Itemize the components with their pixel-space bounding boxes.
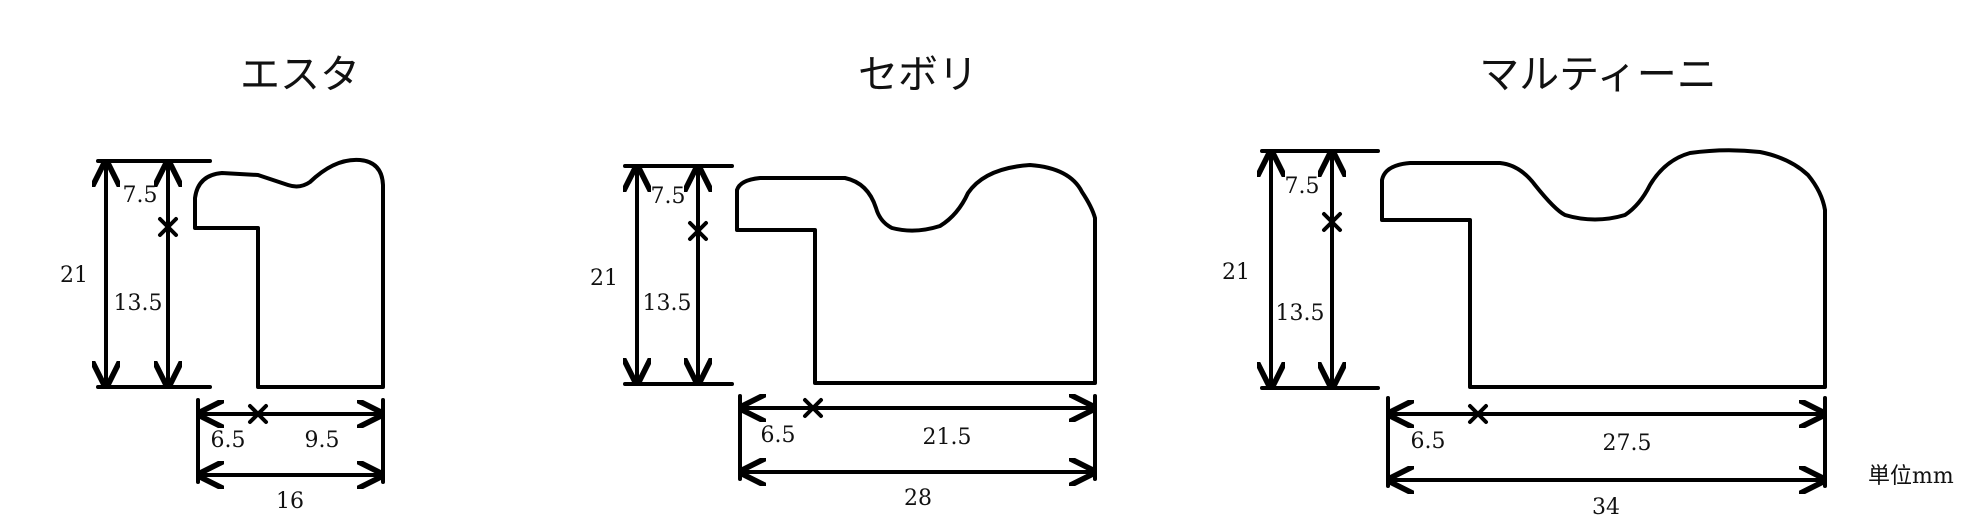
label-width-right: 27.5: [1603, 431, 1652, 456]
label-height-top: 7.5: [123, 183, 158, 208]
label-width-total: 34: [1592, 495, 1620, 520]
profile-outline: [735, 163, 1097, 385]
profile-martini: マルティーニ 21 7.5 13.5 6.5 27.5 34: [1222, 52, 1827, 520]
label-height-top: 7.5: [651, 184, 686, 209]
split-mark: [158, 217, 178, 237]
profile-title: エスタ: [240, 52, 360, 98]
label-width-left: 6.5: [1411, 429, 1446, 454]
profile-outline: [1380, 148, 1827, 389]
label-width-total: 28: [904, 486, 932, 511]
profile-sebori: セボリ 21 7.5 13.5 6.5 21.5 28: [590, 52, 1097, 511]
label-width-total: 16: [276, 489, 304, 514]
split-mark: [688, 221, 708, 241]
label-width-left: 6.5: [211, 428, 246, 453]
split-mark: [1468, 404, 1488, 424]
label-height-total: 21: [1222, 260, 1250, 285]
unit-label: 単位mm: [1868, 464, 1954, 489]
profile-title: セボリ: [858, 52, 978, 98]
split-mark: [248, 404, 268, 424]
label-width-right: 9.5: [305, 428, 340, 453]
profile-outline: [193, 157, 385, 389]
label-height-bottom: 13.5: [114, 291, 163, 316]
label-width-left: 6.5: [761, 423, 796, 448]
label-width-right: 21.5: [923, 425, 972, 450]
profile-title: マルティーニ: [1479, 52, 1717, 98]
profile-esta: エスタ 21 7.5 13.5 6.5 9.5 16: [60, 52, 385, 514]
label-height-bottom: 13.5: [643, 291, 692, 316]
label-height-top: 7.5: [1285, 174, 1320, 199]
split-mark: [803, 398, 823, 418]
split-mark: [1322, 212, 1342, 232]
label-height-total: 21: [590, 266, 618, 291]
label-height-total: 21: [60, 263, 88, 288]
label-height-bottom: 13.5: [1276, 301, 1325, 326]
